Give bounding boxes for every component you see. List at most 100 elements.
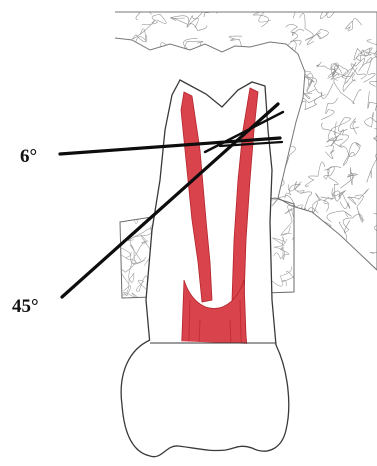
bone-scribble xyxy=(285,228,300,247)
bone-scribble xyxy=(274,76,293,98)
bone-scribble xyxy=(129,163,144,178)
bone-scribble xyxy=(88,238,114,253)
bone-scribble xyxy=(157,63,166,90)
bone-scribble xyxy=(111,80,138,106)
bone-scribble xyxy=(347,167,357,177)
bone-scribble xyxy=(230,58,256,76)
bone-scribble xyxy=(135,0,153,20)
bone-scribble xyxy=(300,13,321,40)
bone-scribble xyxy=(280,237,289,259)
bone-scribble xyxy=(281,210,292,236)
bone-scribble xyxy=(187,8,217,27)
bone-scribble xyxy=(327,211,352,222)
bone-scribble xyxy=(132,120,154,135)
bone-scribble xyxy=(294,181,304,193)
bone-scribble xyxy=(160,46,179,66)
bone-scribble xyxy=(195,43,207,65)
bone-scribble xyxy=(321,98,338,120)
bone-scribble xyxy=(121,60,136,69)
bone-scribble xyxy=(293,236,307,248)
bone-scribble xyxy=(272,233,291,245)
bone-scribble xyxy=(328,118,350,141)
bone-scribble xyxy=(340,143,361,156)
bone-scribble xyxy=(229,60,258,75)
bone-scribble xyxy=(365,112,377,127)
bone-scribble xyxy=(102,213,114,245)
bone-scribble xyxy=(112,41,137,51)
bone-scribble xyxy=(156,68,177,90)
bone-scribble xyxy=(328,262,339,283)
bone-scribble xyxy=(121,270,129,284)
bone-scribble xyxy=(229,36,242,49)
bone-scribble xyxy=(315,193,329,212)
bone-scribble xyxy=(130,245,146,264)
bone-scribble xyxy=(104,85,127,105)
bone-scribble xyxy=(207,68,223,90)
bone-scribble xyxy=(356,50,377,61)
bone-scribble xyxy=(118,100,131,112)
bone-scribble xyxy=(142,58,154,73)
bone-scribble xyxy=(348,189,369,205)
bone-scribble xyxy=(121,205,133,218)
bone-scribble xyxy=(304,252,319,275)
bone-scribble xyxy=(122,174,134,192)
bone-scribble xyxy=(110,193,125,208)
tooth xyxy=(121,80,289,457)
bone-scribble xyxy=(132,53,160,74)
bone-scribble xyxy=(343,146,360,165)
bone-scribble xyxy=(263,46,285,60)
bone-scribble xyxy=(126,211,139,224)
bone-scribble xyxy=(109,76,120,90)
bone-scribble xyxy=(285,184,301,198)
bone-scribble xyxy=(140,174,160,195)
bone-scribble xyxy=(321,122,336,135)
bone-scribble xyxy=(367,159,377,182)
bone-scribble xyxy=(281,0,297,18)
bone-scribble xyxy=(142,14,167,24)
bone-scribble xyxy=(286,24,304,32)
bone-scribble xyxy=(300,263,324,274)
tooth-crown xyxy=(121,340,289,457)
bone-scribble xyxy=(325,145,334,158)
bone-scribble xyxy=(95,272,119,290)
bone-scribble xyxy=(324,259,336,277)
bone-scribble xyxy=(257,62,286,79)
bone-scribble xyxy=(353,270,376,293)
bone-scribble xyxy=(94,242,119,265)
bone-scribble xyxy=(106,53,123,68)
bone-scribble xyxy=(285,70,299,84)
bone-scribble xyxy=(313,221,331,245)
bone-scribble xyxy=(304,247,324,257)
bone-scribble xyxy=(150,98,170,114)
bone-scribble xyxy=(221,50,241,61)
bone-scribble xyxy=(138,51,148,66)
bone-scribble xyxy=(145,134,162,145)
bone-scribble xyxy=(320,4,339,19)
bone-scribble xyxy=(223,60,243,82)
bone-scribble xyxy=(317,62,337,70)
bone-scribble xyxy=(334,80,361,104)
bone-scribble xyxy=(145,66,166,91)
angle-label-6: 6° xyxy=(20,147,37,166)
bone-scribble xyxy=(346,18,362,31)
bone-scribble xyxy=(305,162,325,186)
bone-scribble xyxy=(108,40,119,54)
bone-scribble xyxy=(369,71,377,86)
bone-scribble xyxy=(98,112,119,129)
bone-scribble xyxy=(330,238,344,251)
bone-scribble xyxy=(272,146,296,171)
angle-label-45: 45° xyxy=(12,297,39,316)
bone-scribble xyxy=(368,91,377,111)
bone-scribble xyxy=(253,10,271,27)
bone-scribble xyxy=(179,53,195,63)
bone-scribble xyxy=(364,58,376,83)
bone-scribble xyxy=(128,157,143,169)
bone-scribble xyxy=(238,58,255,74)
bone-scribble xyxy=(350,118,359,134)
bone-scribble xyxy=(278,98,295,112)
bone-scribble xyxy=(109,165,129,182)
bone-scribble xyxy=(128,29,145,47)
bone-scribble xyxy=(171,16,189,25)
bone-scribble xyxy=(105,258,125,270)
bone-scribble xyxy=(101,115,126,130)
